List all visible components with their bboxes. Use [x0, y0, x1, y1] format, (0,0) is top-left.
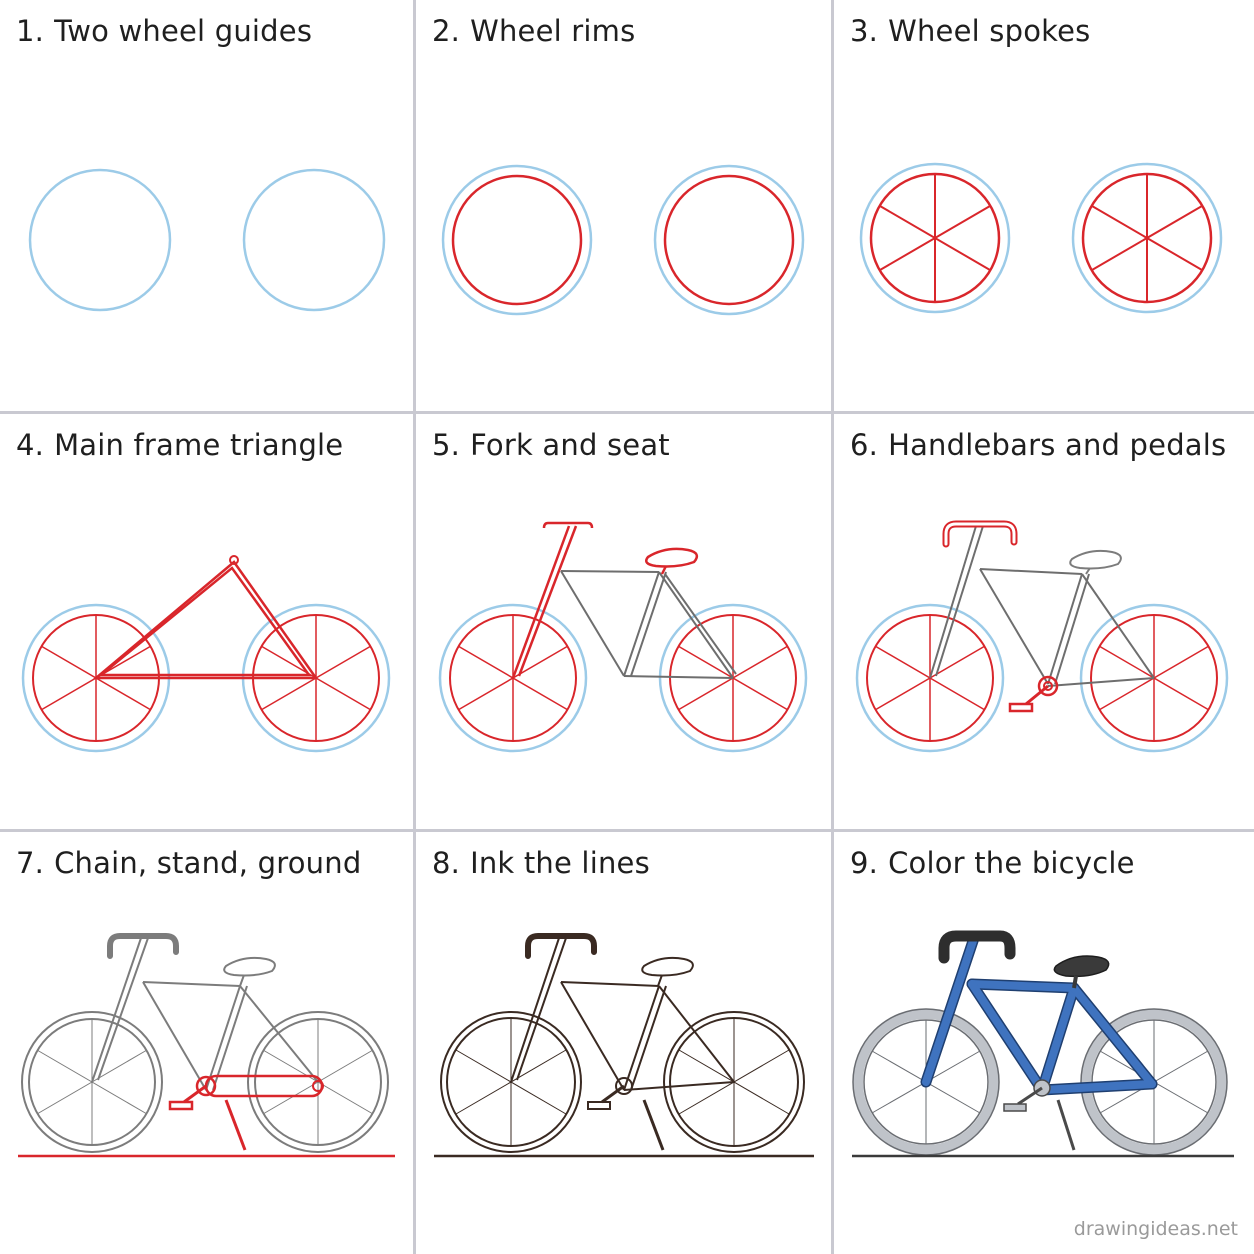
step-panel-3: 3. Wheel spokes — [834, 0, 1254, 414]
rear-wheel-guide — [28, 168, 172, 312]
step-number: 9. — [850, 846, 879, 880]
handlebars-inner — [944, 522, 1016, 546]
saddle — [1069, 549, 1122, 570]
front-spokes — [1091, 174, 1203, 302]
step-title-6: 6. Handlebars and pedals — [850, 428, 1226, 462]
step-label: Wheel rims — [470, 14, 636, 48]
blue-frame — [920, 932, 1158, 1096]
step-number: 5. — [432, 428, 461, 462]
site-watermark[interactable]: drawingideas.net — [1073, 1218, 1238, 1240]
rear-wheel-guide — [441, 164, 593, 316]
step-number: 3. — [850, 14, 879, 48]
front-rim — [663, 174, 795, 306]
frame-ink — [510, 933, 735, 1151]
step-label: Wheel spokes — [888, 14, 1091, 48]
kickstand — [1056, 1099, 1076, 1151]
front-wheel — [663, 1011, 805, 1153]
step-panel-8: 8. Ink the lines — [416, 832, 834, 1254]
step-number: 8. — [432, 846, 461, 880]
rear-rim — [451, 174, 583, 306]
crank-arm — [183, 1084, 207, 1104]
step-title-2: 2. Wheel rims — [432, 14, 635, 48]
step-panel-2: 2. Wheel rims — [416, 0, 834, 414]
rear-cog — [312, 1080, 324, 1092]
step-label: Main frame triangle — [54, 428, 344, 462]
crank-arm — [1025, 684, 1049, 706]
pedal — [1003, 1103, 1027, 1112]
seat-post-top — [229, 555, 239, 565]
pedal — [168, 1100, 194, 1111]
pedal — [1008, 702, 1034, 713]
step-panel-7: 7. Chain, stand, ground — [0, 832, 416, 1254]
crank-center — [1043, 681, 1053, 691]
step-number: 7. — [16, 846, 45, 880]
rear-wheel-guide — [859, 162, 1011, 314]
front-wheel-guide — [1079, 603, 1229, 753]
saddle — [645, 547, 699, 568]
step-label: Two wheel guides — [54, 14, 313, 48]
step-label: Fork and seat — [470, 428, 670, 462]
step-panel-9: 9. Color the bicycle — [834, 832, 1254, 1254]
inked-bicycle-drawing — [434, 933, 814, 1158]
rear-wheel-guide — [438, 603, 588, 753]
rear-wheel-guide — [855, 603, 1005, 753]
handlebars-and-pedals-drawing — [855, 520, 1229, 753]
step-title-8: 8. Ink the lines — [432, 846, 650, 880]
step-number: 6. — [850, 428, 879, 462]
frame-triangle — [92, 560, 319, 680]
crank-arm — [1017, 1086, 1043, 1106]
seat-post — [660, 565, 668, 575]
seat-post — [1072, 975, 1078, 989]
seat-post — [1085, 567, 1091, 575]
step-number: 2. — [432, 14, 461, 48]
saddle — [1053, 955, 1110, 978]
crank-gear — [195, 1075, 217, 1097]
chain — [204, 1074, 324, 1098]
fork-and-seat-drawing — [438, 521, 808, 753]
crank-gear — [1037, 675, 1059, 697]
wheel-rims-drawing — [441, 164, 805, 316]
step-number: 4. — [16, 428, 45, 462]
step-label: Color the bicycle — [888, 846, 1135, 880]
step-title-4: 4. Main frame triangle — [16, 428, 343, 462]
step-title-7: 7. Chain, stand, ground — [16, 846, 361, 880]
step-panel-6: 6. Handlebars and pedals — [834, 414, 1254, 832]
step-panel-4: 4. Main frame triangle — [0, 414, 416, 832]
chain-stand-ground-drawing — [18, 933, 395, 1158]
main-frame-drawing — [21, 555, 391, 753]
frame-pencil — [929, 525, 1155, 687]
step-number: 1. — [16, 14, 45, 48]
colored-bicycle-drawing — [852, 930, 1234, 1158]
front-wheel-guide — [653, 164, 805, 316]
step-title-1: 1. Two wheel guides — [16, 14, 312, 48]
front-wheel-guide — [658, 603, 808, 753]
fork — [511, 521, 594, 679]
wheel-guides-drawing — [28, 168, 386, 312]
front-wheel-guide — [1071, 162, 1223, 314]
step-title-5: 5. Fork and seat — [432, 428, 670, 462]
step-label: Ink the lines — [470, 846, 650, 880]
step-title-9: 9. Color the bicycle — [850, 846, 1135, 880]
kickstand — [224, 1099, 247, 1151]
rear-spokes — [879, 174, 991, 302]
handlebars — [938, 930, 1016, 964]
frame-pencil — [91, 933, 319, 1091]
step-label: Handlebars and pedals — [888, 428, 1227, 462]
wheel-spokes-drawing — [859, 162, 1223, 314]
step-title-3: 3. Wheel spokes — [850, 14, 1090, 48]
frame-pencil — [560, 570, 737, 679]
step-panel-5: 5. Fork and seat — [416, 414, 834, 832]
step-panel-1: 1. Two wheel guides — [0, 0, 416, 414]
step-label: Chain, stand, ground — [54, 846, 362, 880]
front-wheel-guide — [242, 168, 386, 312]
